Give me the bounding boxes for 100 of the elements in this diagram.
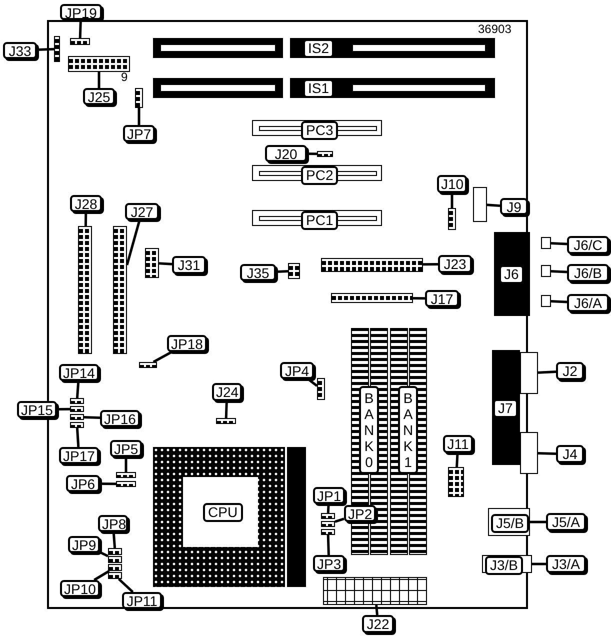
callout-label: JP15 bbox=[17, 401, 57, 418]
callout-label: JP9 bbox=[68, 536, 100, 553]
leader-line bbox=[76, 428, 80, 448]
pin-header bbox=[321, 513, 335, 519]
leader-line bbox=[276, 270, 288, 274]
bank-label: BANK1 bbox=[398, 386, 418, 474]
slot-label: IS1 bbox=[303, 79, 334, 98]
socket-label: CPU bbox=[203, 503, 243, 522]
expansion-slot bbox=[153, 38, 495, 58]
pin-header bbox=[321, 521, 335, 527]
leader-line bbox=[532, 562, 546, 566]
callout-label: J9 bbox=[500, 198, 528, 215]
port-connector bbox=[492, 350, 520, 465]
leader-line bbox=[98, 72, 100, 88]
slot-label: PC1 bbox=[301, 211, 338, 230]
leader-line bbox=[306, 152, 318, 156]
cpu-socket bbox=[153, 447, 308, 587]
pin-header bbox=[78, 226, 92, 354]
callout-label: JP18 bbox=[167, 335, 207, 352]
callout-label: J22 bbox=[362, 615, 394, 633]
pin-header bbox=[448, 208, 456, 230]
connector-port bbox=[520, 432, 538, 474]
pin-header bbox=[317, 151, 333, 157]
callout-label: J24 bbox=[212, 383, 242, 401]
callout-label: J20 bbox=[265, 145, 307, 162]
callout-label: JP19 bbox=[60, 4, 102, 20]
leader-line bbox=[326, 534, 330, 556]
leader-line bbox=[450, 193, 454, 208]
bank-label: BANK0 bbox=[359, 386, 379, 474]
leader-line bbox=[112, 532, 116, 548]
pin-header bbox=[135, 88, 143, 108]
callout-label: J3/A bbox=[546, 555, 586, 573]
callout-label: J23 bbox=[438, 255, 472, 273]
leader-line bbox=[413, 297, 425, 300]
leader-line bbox=[78, 20, 82, 38]
port-connector bbox=[494, 232, 530, 316]
callout-label: J25 bbox=[83, 88, 115, 105]
callout-label: J10 bbox=[437, 175, 467, 193]
callout-label: J28 bbox=[70, 195, 102, 212]
pin-header bbox=[108, 564, 122, 571]
leader-line bbox=[138, 108, 140, 125]
callout-label: JP7 bbox=[123, 125, 155, 142]
connector-port bbox=[520, 352, 538, 394]
expansion-slot bbox=[153, 78, 495, 98]
pin-header bbox=[331, 293, 413, 303]
pin-header bbox=[70, 38, 90, 45]
leader-line bbox=[84, 416, 100, 420]
callout-label: JP8 bbox=[98, 515, 128, 532]
pin-header bbox=[70, 422, 84, 428]
leader-line bbox=[326, 504, 330, 514]
callout-label: J17 bbox=[425, 290, 459, 307]
pin-header bbox=[68, 56, 130, 72]
connector-port bbox=[541, 237, 551, 249]
leader-line bbox=[486, 204, 500, 207]
slot-label: PC2 bbox=[301, 166, 338, 185]
leader-line bbox=[334, 518, 344, 523]
pin-header bbox=[321, 529, 335, 535]
leader-line bbox=[550, 270, 568, 274]
callout-label: J35 bbox=[240, 264, 276, 281]
connector-port bbox=[541, 265, 551, 277]
callout-label: JP17 bbox=[59, 447, 99, 464]
callout-label: J6/C bbox=[567, 236, 609, 254]
callout-label: JP4 bbox=[280, 362, 314, 379]
callout-label: J11 bbox=[443, 435, 473, 453]
leader-line bbox=[538, 370, 556, 374]
callout-label: JP6 bbox=[66, 475, 100, 492]
callout-label: JP16 bbox=[100, 410, 140, 427]
callout-label: J31 bbox=[172, 256, 206, 274]
callout-label: J4 bbox=[556, 445, 584, 463]
connector-label: J3/B bbox=[485, 556, 524, 575]
callout-label: J2 bbox=[556, 362, 584, 380]
callout-label: JP3 bbox=[313, 555, 345, 572]
leader-line bbox=[84, 212, 88, 226]
callout-label: J33 bbox=[3, 42, 37, 59]
callout-label: JP14 bbox=[59, 364, 99, 381]
leader-line bbox=[36, 48, 54, 52]
callout-label: J27 bbox=[125, 203, 159, 220]
pin-header bbox=[54, 36, 60, 62]
leader-line bbox=[76, 380, 80, 398]
pin-header bbox=[116, 481, 136, 487]
callout-label: J6/A bbox=[567, 294, 609, 312]
leader-line bbox=[124, 457, 128, 472]
leader-line bbox=[550, 242, 568, 246]
pin-header bbox=[108, 572, 122, 579]
pin-header bbox=[113, 226, 127, 354]
callout-label: J5/A bbox=[546, 513, 586, 531]
callout-label: J6/B bbox=[567, 264, 609, 282]
leader-line bbox=[152, 350, 172, 364]
connector-port bbox=[541, 295, 551, 307]
power-connector bbox=[323, 577, 427, 605]
leader-line bbox=[94, 570, 110, 582]
connector-label: J5/B bbox=[491, 514, 530, 533]
port-connector bbox=[482, 555, 532, 573]
pin-header bbox=[448, 467, 464, 497]
pin-header bbox=[116, 472, 136, 478]
slot-label: PC3 bbox=[301, 121, 338, 140]
pin-header bbox=[108, 556, 122, 563]
pin-header bbox=[70, 414, 84, 420]
slot-label: IS2 bbox=[303, 39, 334, 58]
pin-header bbox=[317, 378, 325, 400]
